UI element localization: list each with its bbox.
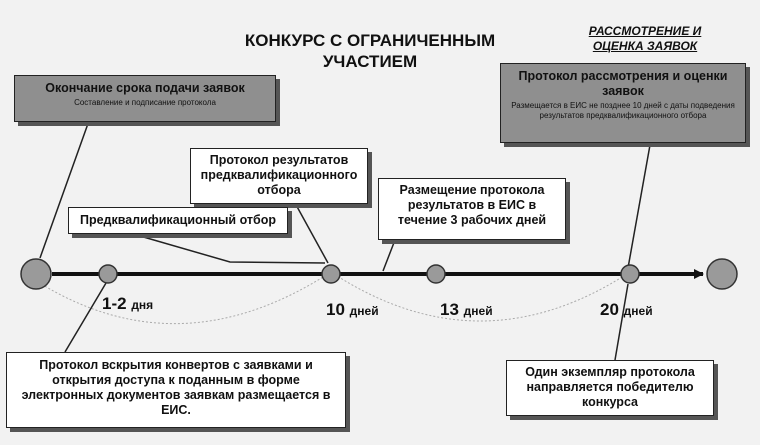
box-review-protocol: Протокол рассмотрения и оценки заявок Ра… [500, 63, 746, 143]
leader-review [627, 144, 651, 269]
box-submission-deadline-sub: Составление и подписание протокола [74, 98, 216, 107]
node-day-1-2 [98, 264, 118, 284]
day-label-20-number: 20 [600, 300, 619, 319]
node-start [20, 258, 52, 290]
day-label-13-number: 13 [440, 300, 459, 319]
box-prequal-selection: Предквалификационный отбор [68, 207, 288, 234]
box-protocol-publication-text: Размещение протокола результатов в ЕИС в… [397, 183, 547, 227]
leader-opening [64, 282, 107, 353]
day-label-1-2-unit: дня [131, 298, 154, 312]
day-label-10-unit: дней [349, 304, 379, 318]
arc-start-to-10 [37, 271, 332, 325]
box-prequal-selection-text: Предквалификационный отбор [79, 213, 277, 227]
day-label-1-2: 1-2 дня [102, 294, 153, 314]
box-protocol-publication: Размещение протокола результатов в ЕИС в… [378, 178, 566, 240]
box-winner-copy: Один экземпляр протокола направляется по… [506, 360, 714, 416]
node-end [706, 258, 738, 290]
leader-winner [614, 283, 629, 361]
leader-deadline [39, 117, 91, 259]
leader-publication [382, 239, 396, 272]
node-day-20 [620, 264, 640, 284]
leader-prequal-selection [139, 235, 326, 264]
box-review-protocol-title: Протокол рассмотрения и оценки заявок [518, 69, 728, 98]
day-label-20-unit: дней [623, 304, 653, 318]
section-label-line-2: ОЦЕНКА ЗАЯВОК [592, 39, 698, 53]
box-winner-copy-text: Один экземпляр протокола направляется по… [525, 365, 695, 409]
day-label-10: 10 дней [326, 300, 379, 320]
box-opening-protocol: Протокол вскрытия конвертов с заявками и… [6, 352, 346, 428]
box-prequal-results-protocol: Протокол результатов предквалификационно… [190, 148, 368, 204]
title-line-2: УЧАСТИЕМ [322, 52, 418, 71]
box-submission-deadline-title: Окончание срока подачи заявок [45, 81, 245, 95]
node-day-10 [321, 264, 341, 284]
leader-prequal-results [294, 202, 329, 264]
day-label-20: 20 дней [600, 300, 653, 320]
day-label-10-number: 10 [326, 300, 345, 319]
box-opening-protocol-text: Протокол вскрытия конвертов с заявками и… [21, 358, 331, 417]
day-label-13-unit: дней [463, 304, 493, 318]
day-label-13: 13 дней [440, 300, 493, 320]
diagram-title: КОНКУРС С ОГРАНИЧЕННЫМ УЧАСТИЕМ [215, 30, 525, 72]
node-day-13 [426, 264, 446, 284]
box-submission-deadline: Окончание срока подачи заявок Составлени… [14, 75, 276, 122]
title-line-1: КОНКУРС С ОГРАНИЧЕННЫМ [244, 31, 496, 50]
section-label-line-1: РАССМОТРЕНИЕ И [588, 24, 702, 38]
arc-10-to-20 [330, 271, 631, 322]
section-label: РАССМОТРЕНИЕ И ОЦЕНКА ЗАЯВОК [570, 24, 720, 54]
box-review-protocol-sub: Размещается в ЕИС не позднее 10 дней с д… [511, 101, 735, 120]
day-label-1-2-number: 1-2 [102, 294, 127, 313]
box-prequal-results-text: Протокол результатов предквалификационно… [200, 153, 358, 197]
